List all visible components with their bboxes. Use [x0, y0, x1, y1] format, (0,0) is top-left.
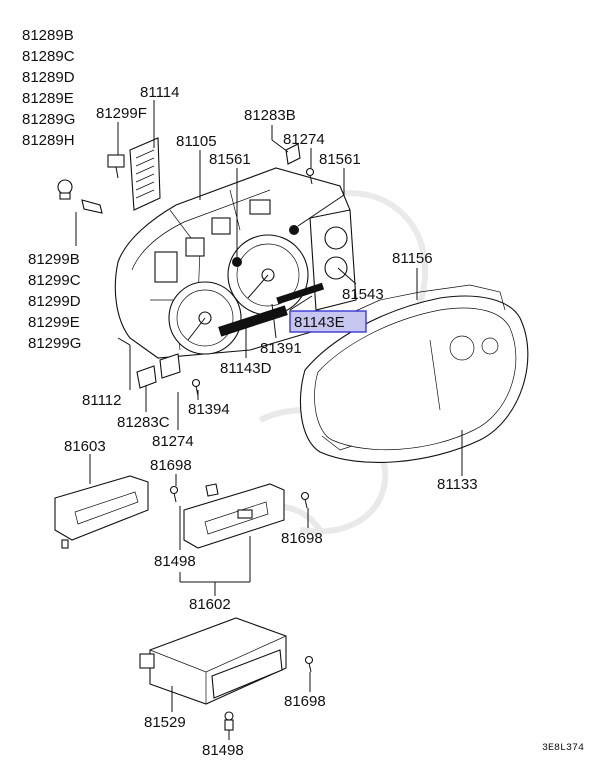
label-81289d: 81289D [22, 69, 75, 86]
tachometer-gauge [168, 281, 242, 355]
label-81289g: 81289G [22, 111, 75, 128]
label-81274-lower: 81274 [152, 433, 194, 450]
label-81698-bottom: 81698 [284, 693, 326, 710]
label-81112: 81112 [82, 392, 122, 409]
label-81299b: 81299B [28, 251, 80, 268]
switch-module-81529 [139, 617, 287, 705]
label-81143e: 81143E [294, 314, 345, 331]
socket-81299f [107, 154, 125, 179]
label-81133: 81133 [437, 476, 478, 493]
label-81274-top: 81274 [283, 131, 325, 148]
label-81299d: 81299D [28, 293, 81, 310]
label-81498-upper: 81498 [154, 553, 196, 570]
label-81391: 81391 [260, 340, 302, 357]
label-81498-bottom: 81498 [202, 742, 244, 759]
label-81299c: 81299C [28, 272, 81, 289]
switch-81602 [183, 483, 285, 549]
screw-81274-top [305, 167, 315, 185]
label-81543: 81543 [342, 286, 384, 303]
label-81299f: 81299F [96, 105, 147, 122]
label-81289h: 81289H [22, 132, 75, 149]
label-81602: 81602 [189, 596, 231, 613]
label-81603: 81603 [64, 438, 106, 455]
meter-case-81133 [299, 295, 529, 463]
label-81289e: 81289E [22, 90, 74, 107]
leader-lines [75, 100, 463, 740]
switch-81603 [54, 475, 149, 549]
socket-81299 [81, 199, 103, 214]
label-81283b: 81283B [244, 107, 296, 124]
screw-81698-right [300, 491, 310, 509]
bulb-81561-left [232, 257, 242, 267]
label-81561-right: 81561 [319, 151, 361, 168]
bracket-81112 [159, 353, 181, 379]
bulb-81561-right [289, 225, 299, 235]
part-labels: 81289B 81289C 81289D 81289E 81289G 81289… [22, 27, 584, 759]
label-81394: 81394 [188, 401, 230, 418]
illumination-plate-81143d [218, 305, 288, 337]
clip-81283c [136, 365, 157, 389]
label-81289c: 81289C [22, 48, 75, 65]
speedometer-gauge [227, 234, 309, 316]
clip-81498-top [205, 483, 219, 497]
label-81698-left: 81698 [150, 457, 192, 474]
screw-81698-bottom [304, 655, 314, 673]
label-81299e: 81299E [28, 314, 80, 331]
label-81105: 81105 [176, 133, 217, 150]
clip-81283b [285, 143, 301, 165]
label-81143e-highlight [289, 310, 367, 333]
screw-81698-left [169, 485, 179, 503]
label-81561-left: 81561 [209, 151, 251, 168]
label-81289b: 81289B [22, 27, 74, 44]
bulb-81498-bottom [224, 711, 234, 731]
illumination-plate-81143e [276, 282, 325, 305]
label-81299g: 81299G [28, 335, 81, 352]
diagram-code: 3E8L374 [542, 743, 584, 754]
label-81156: 81156 [392, 250, 433, 267]
meter-hood-81156 [321, 284, 506, 451]
label-81283c: 81283C [117, 414, 170, 431]
printed-circuit-81114 [129, 137, 161, 211]
screw-81394 [191, 378, 201, 397]
label-81143d: 81143D [220, 360, 272, 377]
label-81698-right: 81698 [281, 530, 323, 547]
label-81529: 81529 [144, 714, 186, 731]
bulb-81289 [57, 179, 73, 200]
label-81114: 81114 [140, 84, 180, 101]
